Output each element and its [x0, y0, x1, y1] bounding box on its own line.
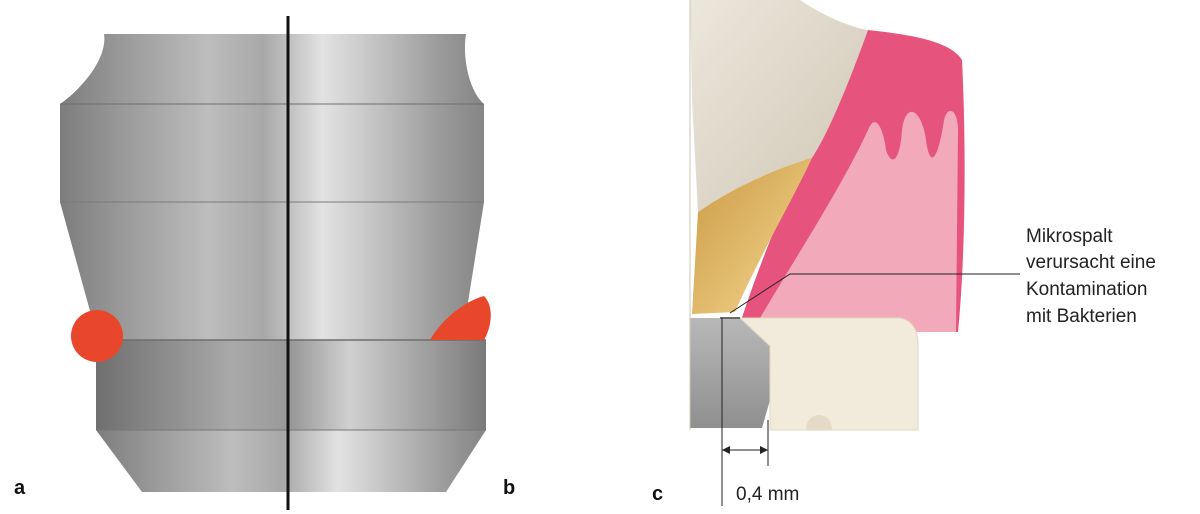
panel-label-c: c [652, 483, 663, 505]
annotation-line-2: verursacht eine [1026, 252, 1156, 273]
cylinder-bottom [96, 430, 486, 492]
cylinder-taper [60, 202, 484, 340]
arrowhead-left [722, 446, 730, 454]
abutment-cylinder [60, 34, 486, 492]
dimension-label: 0,4 mm [736, 484, 799, 505]
cylinder-lower-band [96, 340, 486, 430]
panel-label-b: b [503, 477, 515, 499]
screw-hint [806, 415, 832, 430]
crown [690, 0, 868, 212]
arrowhead-right [760, 446, 768, 454]
annotation-leader [729, 273, 1020, 314]
annotation-line-1: Mikrospalt [1026, 226, 1113, 247]
abutment-body [738, 317, 919, 431]
cylinder-neck [60, 34, 484, 104]
gum-inner [740, 110, 958, 332]
implant-body [690, 318, 770, 428]
contamination-marker-left [71, 310, 123, 362]
cross-section [689, 0, 965, 431]
panel-label-a: a [14, 477, 26, 499]
annotation-line-4: mit Bakterien [1026, 306, 1137, 327]
cylinder-upper-band [60, 104, 484, 202]
annotation-line-3: Kontamination [1026, 279, 1147, 300]
contamination-marker-right [430, 296, 491, 340]
gold-layer [692, 158, 812, 314]
